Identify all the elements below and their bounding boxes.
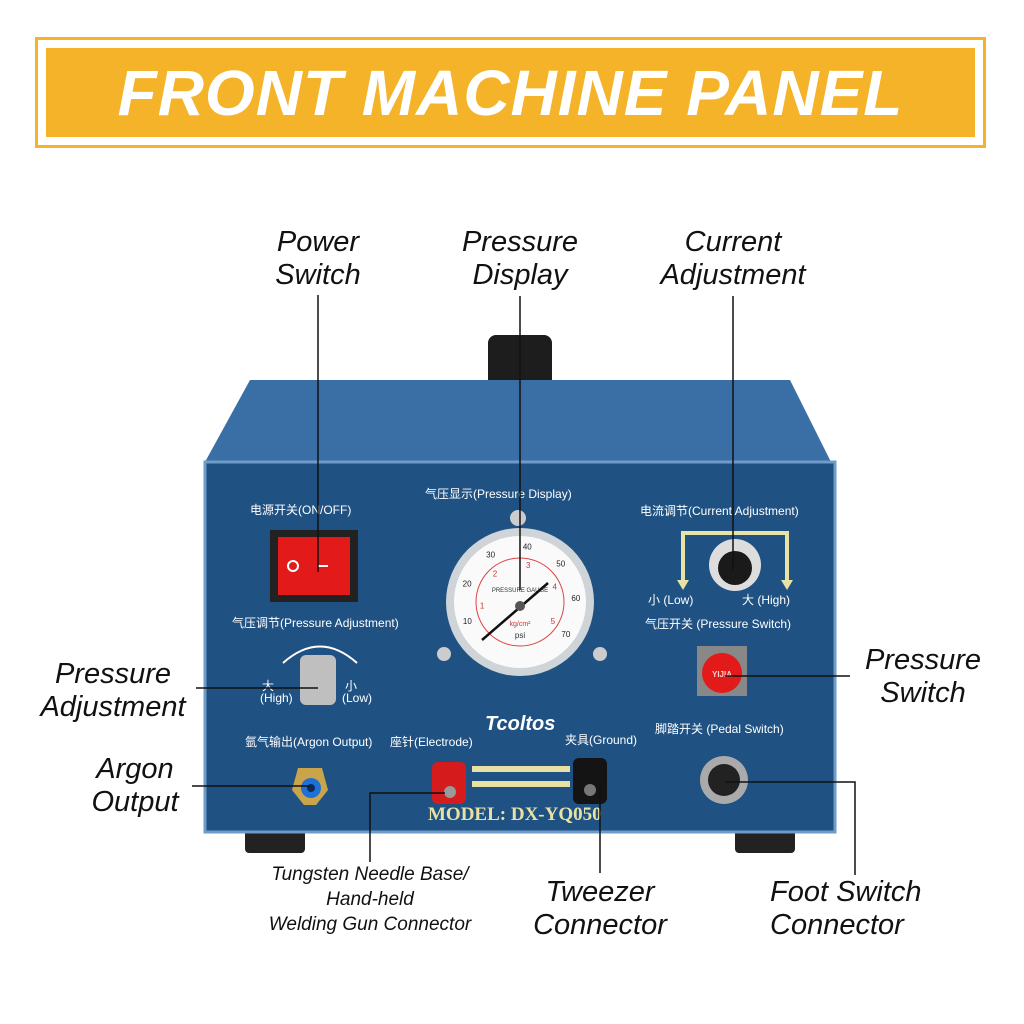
screw — [510, 510, 526, 526]
callout-line: Tweezer — [545, 876, 655, 908]
foot-left — [245, 828, 305, 853]
gauge-needle — [481, 582, 549, 641]
callout-line: Pressure — [864, 644, 982, 676]
banner-title: FRONT MACHINE PANEL — [117, 56, 904, 129]
gauge-tick-label: 40 — [523, 542, 532, 551]
gauge-unit: kg/cm² — [510, 621, 532, 628]
callout-line: Output — [91, 786, 179, 818]
callout-line: Connector — [533, 909, 667, 941]
label-pa-high: (High) — [260, 691, 293, 705]
label-pa-low: (Low) — [342, 691, 372, 705]
label-high: 大 (High) — [742, 593, 790, 607]
label-current-adjustment: 电流调节(Current Adjustment) — [640, 504, 799, 518]
screw — [593, 647, 607, 661]
gauge-tick-label: 2 — [493, 569, 498, 578]
arrow-down-left-icon — [677, 580, 689, 590]
callout-line: Connector — [770, 909, 904, 941]
callout-line: Welding Gun Connector — [268, 914, 472, 935]
gauge-tick-label: 70 — [561, 630, 570, 639]
gauge-tick-label: 5 — [551, 617, 556, 626]
port-hole — [307, 784, 315, 792]
callout-line: Power — [276, 226, 360, 258]
gauge-label: PRESSURE GAUGE — [492, 588, 548, 594]
callout-line: Display — [472, 259, 568, 291]
callout-line: Switch — [275, 259, 361, 291]
socket-center — [708, 764, 740, 796]
gauge-tick-label: 10 — [463, 617, 472, 626]
ground-screw — [584, 784, 596, 796]
label-pressure-adjustment: 气压调节(Pressure Adjustment) — [232, 615, 399, 630]
current-arrows-icon — [681, 531, 789, 583]
off-symbol-icon — [287, 560, 299, 572]
foot-right — [735, 828, 795, 853]
callout-line: Foot Switch — [770, 876, 922, 908]
power-switch[interactable] — [278, 537, 350, 595]
label-electrode: 座针(Electrode) — [390, 734, 473, 749]
button-brand: YIJIA — [712, 670, 732, 679]
panel-stripe — [472, 781, 570, 787]
pressure-switch-button[interactable] — [702, 653, 742, 693]
brand-logo: Tcoltos — [485, 713, 555, 735]
callout-line: Pressure — [461, 226, 579, 258]
gauge-tick-label: 50 — [556, 560, 565, 569]
gauge-tick-label: 4 — [553, 583, 558, 592]
callout-line: Tungsten Needle Base/ — [271, 864, 469, 885]
label-argon-output: 氩气输出(Argon Output) — [245, 734, 372, 749]
ground-connector[interactable] — [573, 758, 607, 804]
callout-line: Pressure — [54, 658, 172, 690]
gauge-psi: psi — [515, 631, 525, 640]
arrow-down-right-icon — [781, 580, 793, 590]
callout-line: Adjustment — [660, 259, 806, 291]
pressure-adjustment-valve[interactable] — [300, 655, 336, 705]
callout-line: Argon — [96, 753, 174, 785]
callout-line: Current — [684, 226, 782, 258]
gauge-tick-label: 1 — [480, 601, 485, 610]
title-banner: FRONT MACHINE PANEL — [35, 37, 986, 148]
gauge-tick-label: 20 — [463, 580, 472, 589]
electrode-screw — [444, 786, 456, 798]
screw — [437, 647, 451, 661]
label-pa-low-cn: 小 — [345, 679, 357, 693]
gauge-ticks: 10 20 30 40 50 60 70 1 2 3 4 5 — [463, 542, 581, 639]
label-pedal-switch: 脚踏开关 (Pedal Switch) — [655, 721, 784, 736]
gauge-tick-label: 30 — [486, 550, 495, 559]
gauge-tick-label: 3 — [526, 561, 531, 570]
rotate-arrows-icon — [282, 645, 358, 664]
panel-stripe — [472, 766, 570, 772]
label-low: 小 (Low) — [648, 593, 693, 607]
knob-center — [718, 551, 752, 585]
callout-line: Switch — [880, 677, 966, 709]
callout-line: Adjustment — [40, 691, 186, 723]
gauge-pivot — [515, 601, 525, 611]
label-on-off: 电源开关(ON/OFF) — [250, 503, 351, 517]
label-pa-high-cn: 大 — [262, 679, 274, 693]
label-ground: 夹具(Ground) — [565, 733, 637, 747]
gauge-tick-label: 60 — [571, 594, 580, 603]
leader-lines — [192, 295, 856, 875]
label-pressure-switch: 气压开关 (Pressure Switch) — [645, 616, 791, 631]
label-pressure-display: 气压显示(Pressure Display) — [425, 486, 572, 501]
callout-line: Hand-held — [326, 889, 414, 910]
model-label: MODEL: DX-YQ050 — [428, 804, 602, 825]
